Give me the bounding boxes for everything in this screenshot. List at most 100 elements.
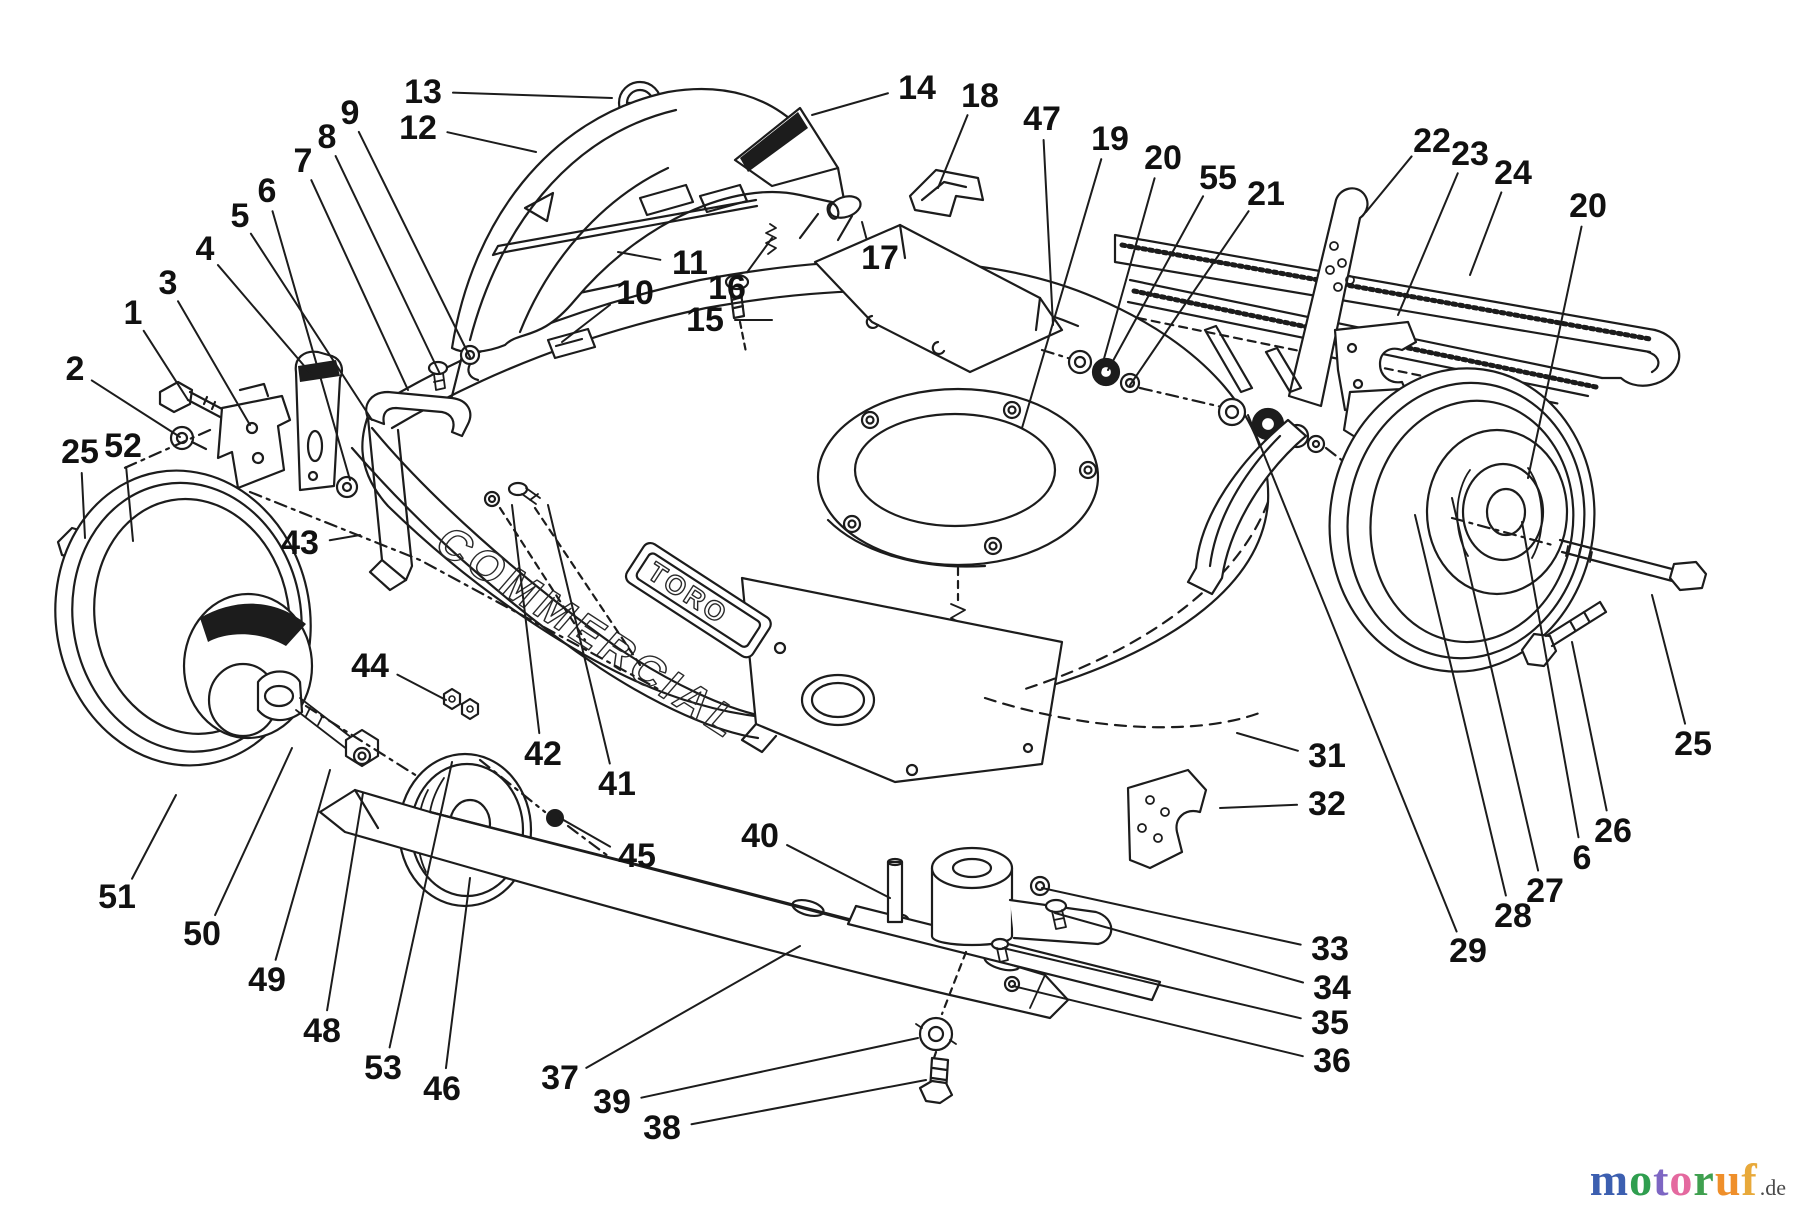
callout-55: 55	[1199, 159, 1237, 197]
motoruf-logo-letter: o	[1669, 1154, 1694, 1205]
callout-47: 47	[1023, 100, 1061, 138]
callout-49: 49	[248, 961, 286, 999]
motoruf-logo-letter: f	[1741, 1154, 1758, 1205]
top-cover-assembly	[450, 80, 985, 354]
leader-line-20	[1097, 177, 1156, 381]
callout-16: 16	[708, 269, 746, 307]
leader-line-20	[1527, 225, 1583, 479]
leader-line-43	[328, 534, 361, 542]
leader-line-55	[1107, 195, 1205, 371]
motoruf-logo-letter: u	[1714, 1154, 1742, 1205]
callout-23: 23	[1451, 135, 1489, 173]
callout-35: 35	[1311, 1004, 1349, 1042]
callout-15: 15	[686, 301, 724, 339]
callout-51: 51	[98, 878, 136, 916]
callout-48: 48	[303, 1012, 341, 1050]
callout-29: 29	[1449, 932, 1487, 970]
blade-assembly	[318, 788, 1162, 1105]
leader-line-49	[274, 769, 331, 961]
leader-line-8	[334, 155, 441, 375]
callout-38: 38	[643, 1109, 681, 1147]
callout-20: 20	[1569, 187, 1607, 225]
motoruf-logo-letter: m	[1589, 1154, 1630, 1205]
leader-line-39	[640, 1037, 919, 1099]
leader-line-18	[937, 114, 969, 189]
callout-10: 10	[616, 274, 654, 312]
leader-line-21	[1129, 210, 1250, 386]
leader-line-4	[216, 264, 313, 376]
callout-9: 9	[341, 94, 360, 132]
callout-41: 41	[598, 765, 636, 803]
ring-bolt-bosses	[842, 400, 1098, 556]
leader-line-10	[561, 303, 612, 343]
motoruf-logo-word: motoruf	[1590, 1153, 1758, 1206]
callout-37: 37	[541, 1059, 579, 1097]
leader-line-23	[1397, 172, 1459, 316]
leader-line-11	[617, 251, 662, 261]
callout-42: 42	[524, 735, 562, 773]
motoruf-logo-letter: o	[1629, 1154, 1654, 1205]
callout-33: 33	[1311, 930, 1349, 968]
leader-line-35	[1002, 947, 1302, 1020]
callout-27: 27	[1526, 872, 1564, 910]
leader-line-52	[125, 465, 134, 542]
callout-18: 18	[961, 77, 999, 115]
callout-3: 3	[159, 264, 178, 302]
leader-line-6	[271, 210, 351, 481]
callout-28: 28	[1494, 897, 1532, 935]
leader-line-24	[1469, 191, 1503, 276]
callout-4: 4	[196, 230, 215, 268]
leader-line-45	[559, 817, 612, 848]
callout-19: 19	[1091, 120, 1129, 158]
callout-52: 52	[104, 427, 142, 465]
callout-14: 14	[898, 69, 936, 107]
leader-line-47	[1042, 139, 1054, 326]
callout-45: 45	[618, 837, 656, 875]
callout-13: 13	[404, 73, 442, 111]
leader-line-28	[1414, 514, 1507, 897]
leader-line-36	[1012, 985, 1304, 1058]
callout-53: 53	[364, 1049, 402, 1087]
callout-40: 40	[741, 817, 779, 855]
leader-line-48	[326, 792, 364, 1012]
left-wheel-assembly	[54, 469, 642, 908]
callout-21: 21	[1247, 175, 1285, 213]
motoruf-logo-suffix: .de	[1759, 1175, 1786, 1200]
leader-line-2	[90, 379, 181, 438]
callout-25: 25	[1674, 725, 1712, 763]
callout-34: 34	[1313, 969, 1351, 1007]
leader-line-40	[786, 844, 891, 899]
leader-line-44	[396, 673, 447, 701]
leader-line-7	[310, 179, 409, 391]
leader-line-27	[1451, 497, 1540, 872]
callout-31: 31	[1308, 737, 1346, 775]
motoruf-logo-letter: r	[1693, 1154, 1715, 1205]
callout-44: 44	[351, 647, 389, 685]
leader-line-38	[690, 1079, 927, 1126]
leader-line-5	[249, 232, 373, 421]
leader-line-14	[811, 92, 889, 116]
callout-20: 20	[1144, 139, 1182, 177]
leader-line-46	[444, 877, 471, 1070]
callout-11: 11	[672, 244, 708, 282]
callout-24: 24	[1494, 154, 1532, 192]
callout-7: 7	[294, 142, 313, 180]
leader-line-22	[1365, 155, 1413, 213]
leader-line-19	[1021, 158, 1103, 429]
leader-line-13	[451, 91, 613, 99]
leader-line-34	[1054, 912, 1305, 984]
motoruf-logo[interactable]: motoruf .de	[1590, 1153, 1786, 1206]
callout-39: 39	[593, 1083, 631, 1121]
leader-line-33	[1041, 887, 1302, 946]
callout-17: 17	[861, 239, 899, 277]
callout-32: 32	[1308, 785, 1346, 823]
leader-line-26	[1571, 641, 1608, 812]
leader-line-29	[1247, 414, 1458, 933]
leader-line-6	[1521, 521, 1580, 839]
callout-6: 6	[1573, 839, 1592, 877]
leader-line-9	[357, 130, 471, 358]
leader-line-25	[80, 472, 86, 539]
